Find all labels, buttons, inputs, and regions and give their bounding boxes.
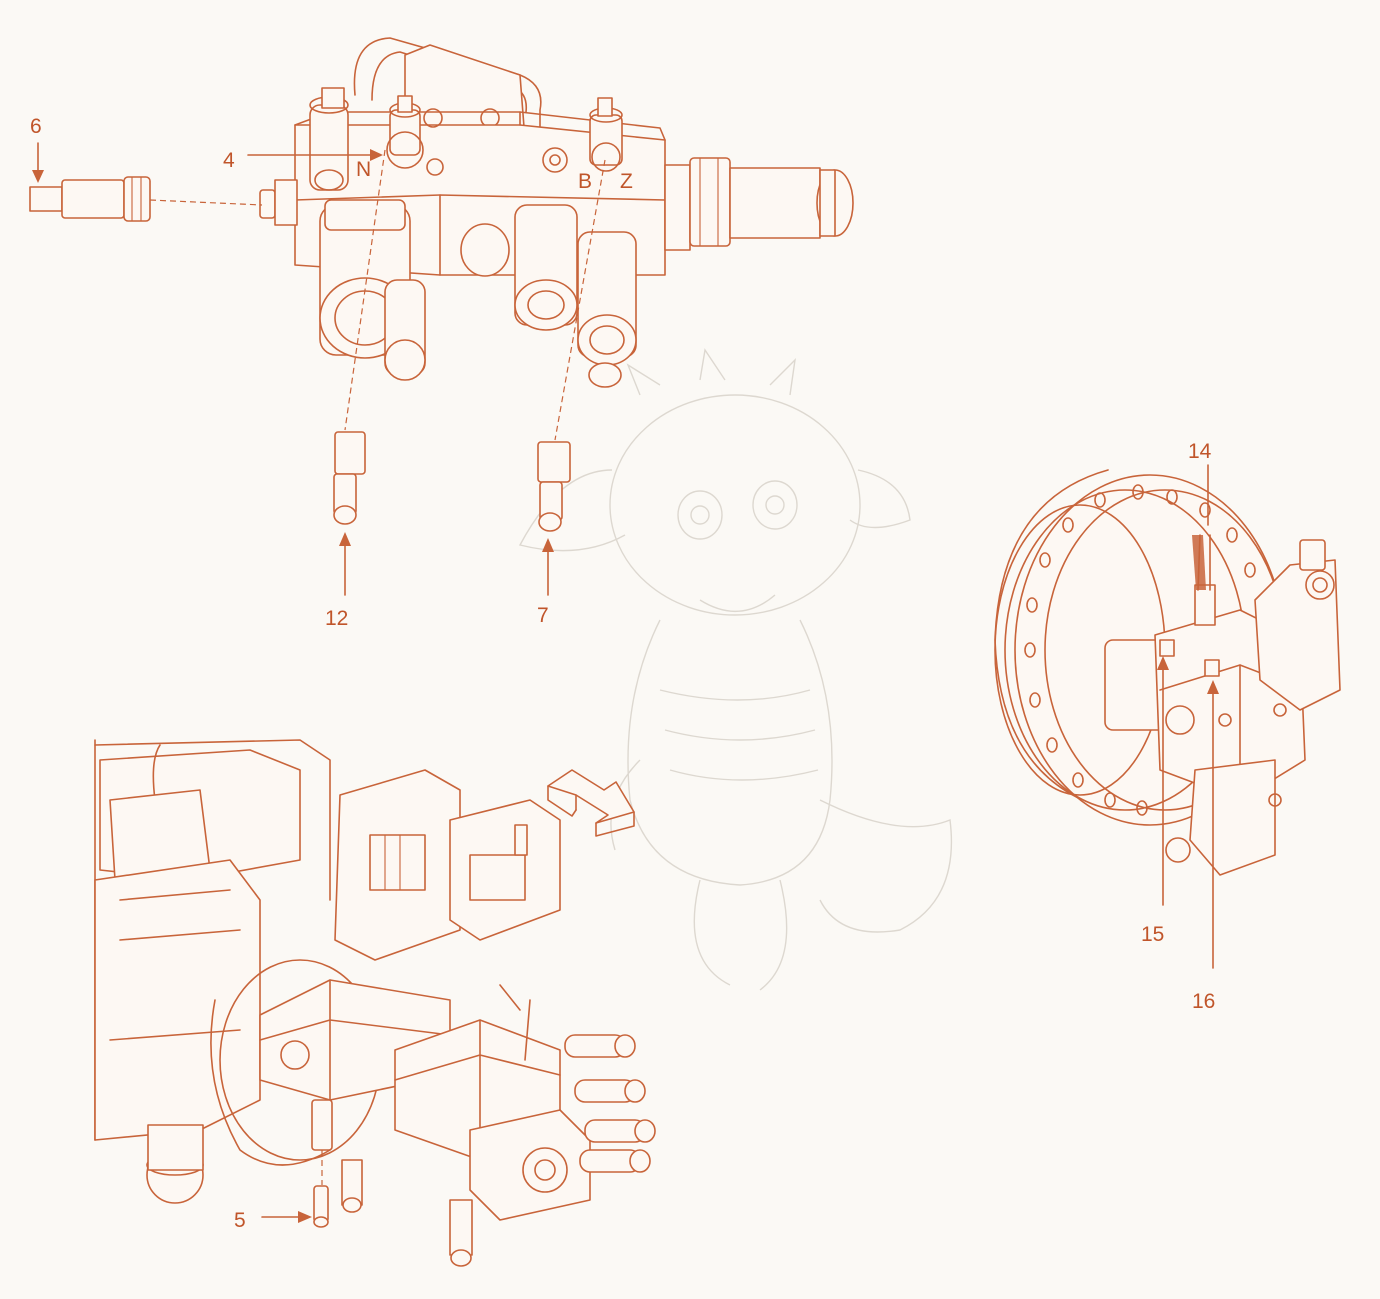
travel-motor-assembly xyxy=(994,469,1341,876)
hollow-arrow-down-right-icon xyxy=(547,769,635,837)
callout-12: 12 xyxy=(325,607,348,630)
callout-16: 16 xyxy=(1192,990,1215,1013)
callout-14: 14 xyxy=(1188,440,1212,463)
hose-fittings xyxy=(564,1034,656,1173)
fitting-part-12 xyxy=(333,149,386,596)
callout-5: 5 xyxy=(234,1209,246,1232)
control-valve-block: N B Z xyxy=(259,37,854,388)
callout-15: 15 xyxy=(1141,923,1164,946)
flange-bolt-holes xyxy=(1024,484,1256,816)
callout-6: 6 xyxy=(30,115,42,138)
marking-z: Z xyxy=(620,170,633,193)
callout-7: 7 xyxy=(537,604,549,627)
dragon-watermark xyxy=(518,348,953,991)
engine-pump-assembly xyxy=(94,739,656,1267)
marking-n: N xyxy=(356,158,371,181)
fitting-part-6 xyxy=(29,142,263,222)
callout-4: 4 xyxy=(223,149,235,172)
marking-b: B xyxy=(578,170,592,193)
fitting-part-7 xyxy=(537,159,606,596)
